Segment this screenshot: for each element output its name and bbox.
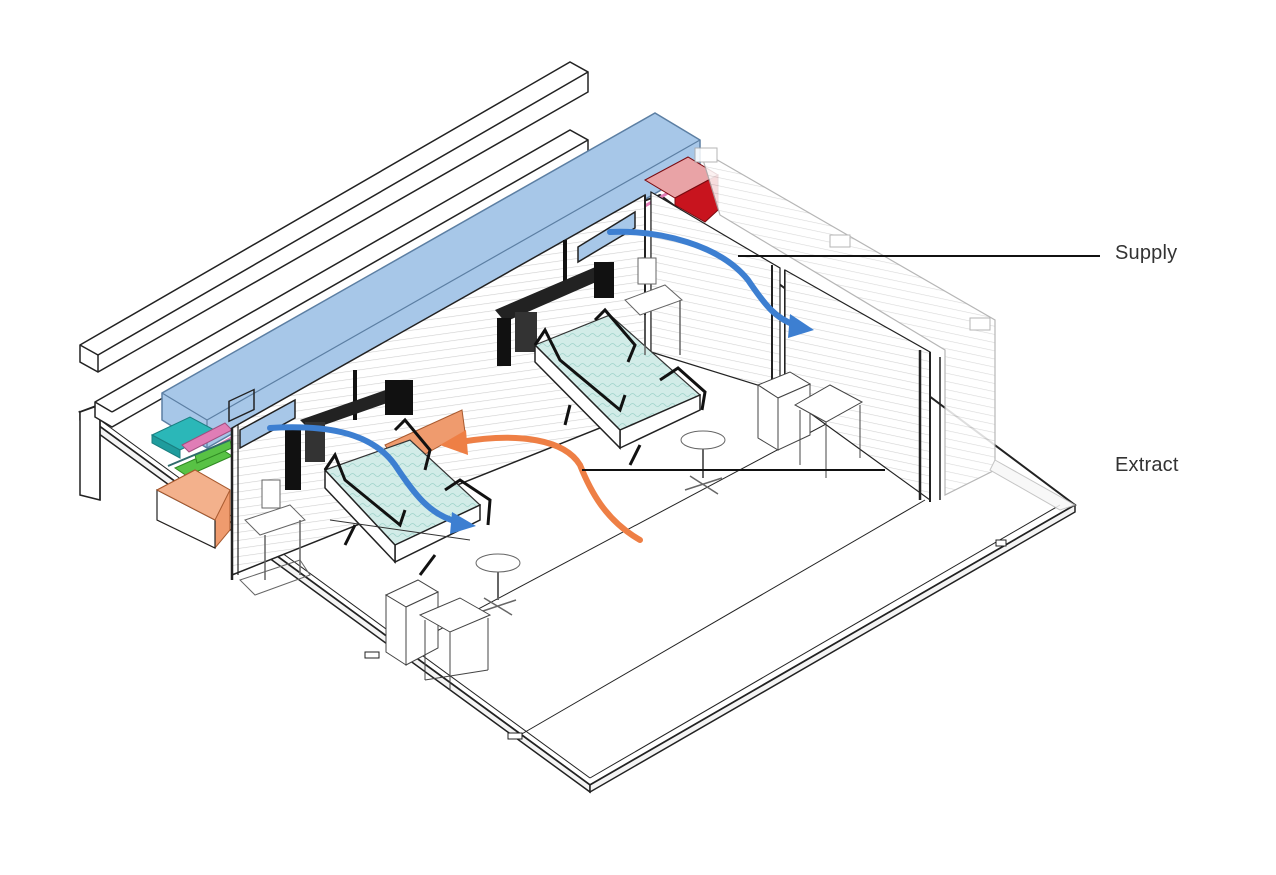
extract-label: Extract [1115, 454, 1179, 476]
overbed-table-icon [793, 384, 864, 478]
medical-pendant-icon [495, 240, 614, 366]
supply-arrow-room-2 [607, 228, 798, 328]
patient-monitor-icon [239, 479, 311, 596]
stool-icon [680, 430, 726, 495]
ceiling-beams [79, 61, 589, 428]
stool-icon [475, 553, 521, 616]
supply-arrow-room-1 [267, 424, 461, 525]
supply-airflow-arrows [267, 228, 814, 534]
extract-arrow [457, 434, 643, 543]
service-pipes [150, 416, 234, 477]
patient-monitor-icon [624, 257, 683, 355]
leader-lines [582, 255, 1100, 471]
supply-label: Supply [1115, 242, 1178, 264]
red-unit [643, 156, 720, 223]
hospital-bed-icon [533, 307, 707, 466]
ceiling-diffusers [228, 210, 636, 450]
bedside-cabinet-icon [384, 579, 440, 666]
room-2-equipment [495, 240, 864, 495]
medical-pendant-icon [285, 370, 413, 490]
extract-duct-left [155, 469, 231, 549]
outer-right-wall [694, 147, 1077, 511]
extract-airflow-arrows [440, 430, 643, 543]
overbed-table-icon [418, 597, 492, 690]
bedside-cabinet-icon [756, 371, 812, 451]
